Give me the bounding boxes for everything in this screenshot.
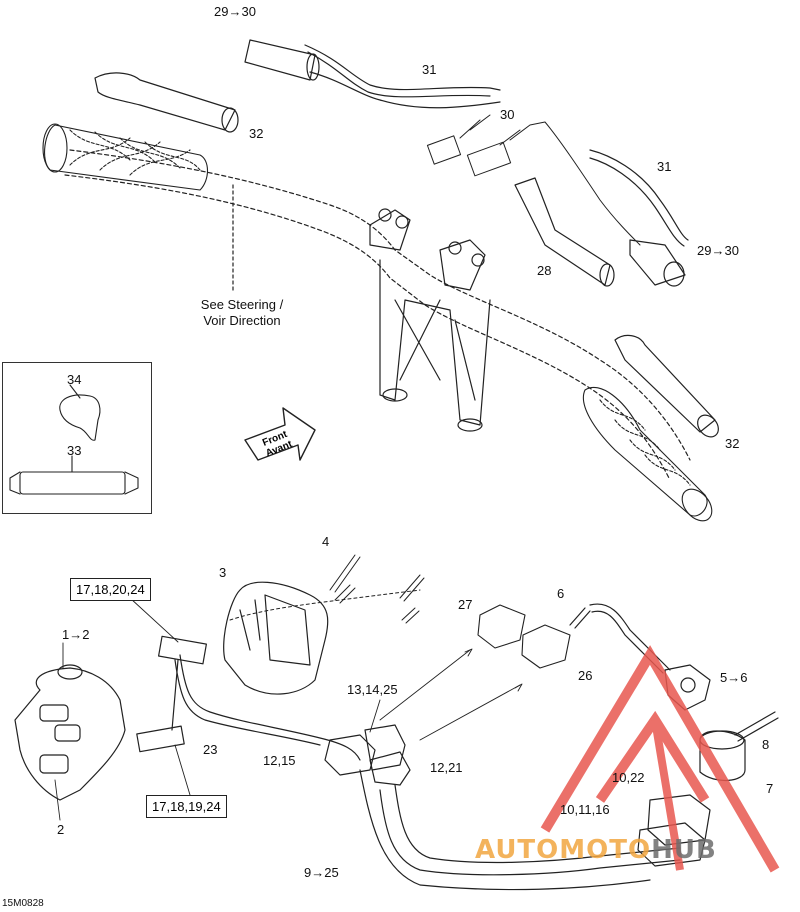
watermark-triangle [540,645,780,873]
tube-28 [514,177,615,287]
callout-34: 34 [67,372,82,387]
harness-23 [136,635,361,761]
callout-10-11-16: 10,11,16 [560,802,610,817]
callout-26: 26 [578,668,593,683]
ref-box-bottom: 17,18,19,24 [146,795,227,818]
callout-8: 8 [762,737,770,752]
wire-31-right [589,149,689,247]
callout-32-right: 32 [725,436,740,451]
callout-6: 6 [557,586,565,601]
callout-13-14-25: 13,14,25 [347,682,398,697]
steering-note-line2: Voir Direction [203,313,281,329]
see-steering-note: See Steering / Voir Direction [182,297,302,330]
callout-31-top: 31 [422,62,437,77]
arrow-lines [379,648,523,741]
callout-12-21: 12,21 [430,760,463,775]
reference-code: 15M0828 [2,898,44,909]
callout-23: 23 [203,742,218,757]
callout-10-22: 10,22 [612,770,645,785]
watermark-part1: AUTOMOTO [475,835,652,865]
callout-3: 3 [219,565,227,580]
callout-5-6: 5→6 [720,670,748,685]
heater-grip-right [614,334,719,438]
callout-1-2: 1→2 [62,627,90,642]
handlebar-switch [14,664,126,801]
front-arrow [244,407,316,461]
ref-box-top: 17,18,20,24 [70,578,151,601]
callout-32-top: 32 [249,126,264,141]
callout-33: 33 [67,443,82,458]
callout-7: 7 [766,781,774,796]
callout-4: 4 [322,534,330,549]
callout-12-15: 12,15 [263,753,296,768]
callout-28: 28 [537,263,552,278]
callout-27: 27 [458,597,473,612]
heater-grip-top [94,72,239,133]
callout-29-30-right: 29→30 [697,243,739,258]
inset-parts [9,384,139,495]
steering-note-line1: See Steering / [200,297,284,312]
left-grip [42,123,209,191]
leader-lines [54,597,381,821]
callout-30: 30 [500,107,515,122]
inset-box [2,362,152,514]
relay-cluster [324,724,411,786]
callout-2: 2 [57,822,65,837]
callout-9-25: 9→25 [304,865,339,880]
connector-30 [426,114,641,246]
heater-tube-right [629,239,686,287]
callout-29-30-top: 29→30 [214,4,256,19]
watermark-text: AUTOMOTOHUB [475,835,717,865]
harness-9-25 [359,769,681,891]
heater-tube-top [244,39,501,109]
module-10 [637,794,711,867]
handlebar [64,149,691,481]
bolt-8 [734,711,779,742]
housing-3 [223,581,329,695]
watermark-part2: HUB [651,835,717,865]
connectors-26-27 [477,604,571,669]
right-grip [582,386,713,522]
riser-clamp [369,208,491,432]
callout-31-right: 31 [657,159,672,174]
terminal-6 [569,603,671,674]
